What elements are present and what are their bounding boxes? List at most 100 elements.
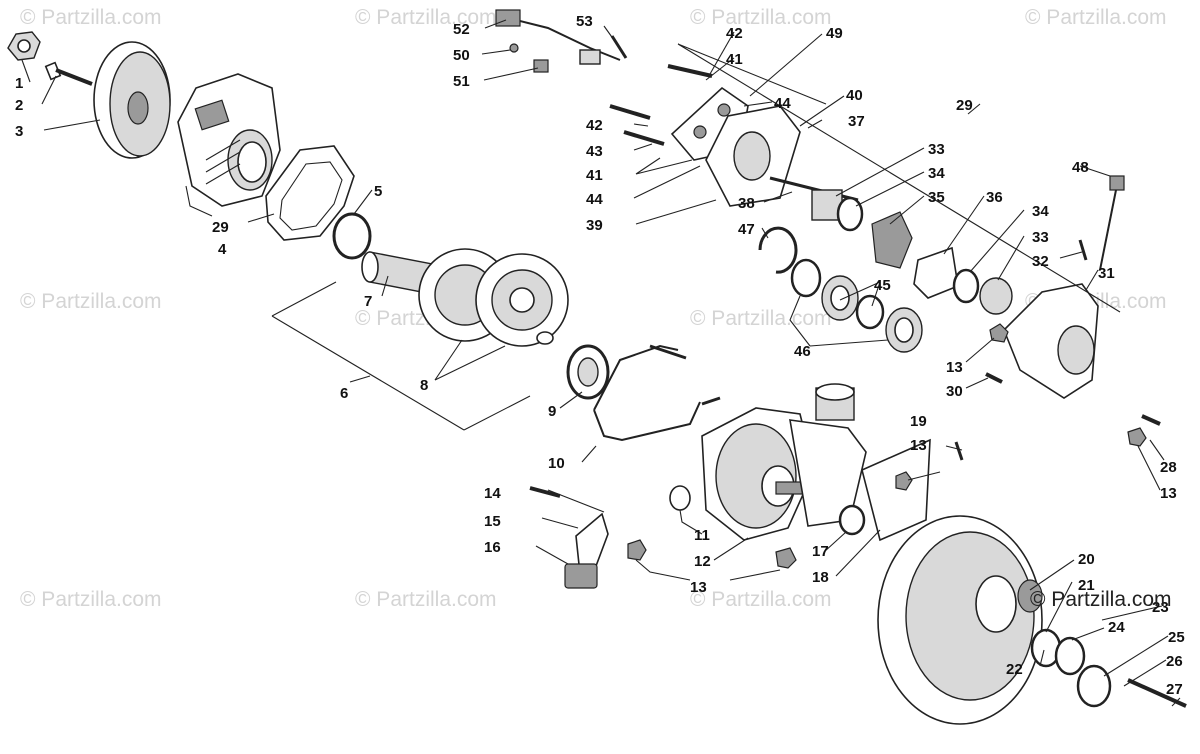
watermark: © Partzilla.com — [355, 588, 497, 611]
watermark: © Partzilla.com — [355, 6, 497, 29]
snap-ring-part — [758, 226, 798, 274]
callout-label: 21 — [1078, 577, 1095, 594]
callout-label: 13 — [910, 437, 927, 454]
ring-part — [1076, 664, 1112, 708]
callout-label: 33 — [928, 141, 945, 158]
callout-label: 20 — [1078, 551, 1095, 568]
callout-label: 6 — [340, 385, 348, 402]
callout-label: 27 — [1166, 681, 1183, 698]
callout-label: 9 — [548, 403, 556, 420]
part-drawings — [7, 9, 1187, 725]
callout-label: 12 — [694, 553, 711, 570]
logo-text: © Partzilla.com — [1030, 588, 1172, 611]
callout-label: 4 — [218, 241, 227, 258]
callout-label: 2 — [15, 97, 23, 114]
callout-label: 29 — [956, 97, 973, 114]
leader-lines — [21, 19, 1181, 707]
nut-part — [1127, 427, 1147, 447]
callout-label: 35 — [928, 189, 945, 206]
callout-label: 50 — [453, 47, 470, 64]
callout-label: 7 — [364, 293, 372, 310]
track-drive-shaft-part — [361, 248, 569, 347]
callout-label: 25 — [1168, 629, 1185, 646]
callout-label: 13 — [1160, 485, 1177, 502]
callout-label: 46 — [794, 343, 811, 360]
callout-label: 22 — [1006, 661, 1023, 678]
sensor-harness-part — [499, 15, 621, 61]
housing-left-part — [177, 73, 281, 207]
callout-label: 23 — [1152, 599, 1169, 616]
brake-pad-part — [913, 246, 959, 299]
callout-label: 36 — [986, 189, 1003, 206]
callout-label: 48 — [1072, 159, 1089, 176]
watermark: © Partzilla.com — [690, 588, 832, 611]
callout-label: 18 — [812, 569, 829, 586]
sheave-part — [93, 41, 171, 159]
watermark: © Partzilla.com — [1025, 6, 1167, 29]
gearcase-part — [701, 383, 867, 541]
callout-label: 32 — [1032, 253, 1049, 270]
ring-part — [790, 258, 822, 298]
ring-part — [1054, 636, 1086, 676]
callout-label: 28 — [1160, 459, 1177, 476]
callout-label: 34 — [1032, 203, 1049, 220]
callout-label: 10 — [548, 455, 565, 472]
seal-part — [332, 212, 372, 260]
callout-label: 44 — [586, 191, 603, 208]
callout-label: 51 — [453, 73, 470, 90]
callout-label: 19 — [910, 413, 927, 430]
watermark: © Partzilla.com — [20, 588, 162, 611]
watermark: © Partzilla.com — [690, 6, 832, 29]
callout-label: 43 — [586, 143, 603, 160]
nut-part — [775, 547, 797, 569]
pad-part — [564, 563, 598, 589]
seal-wire-part — [593, 344, 701, 442]
driven-clutch-part — [861, 438, 1043, 725]
watermark: © Partzilla.com — [690, 307, 832, 330]
callout-label: 29 — [212, 219, 229, 236]
callout-label: 42 — [726, 25, 743, 42]
gasket-part — [265, 145, 355, 241]
watermark: © Partzilla.com — [20, 290, 162, 313]
callout-label: 14 — [484, 485, 501, 502]
callout-label: 53 — [576, 13, 593, 30]
nut-part — [627, 539, 647, 561]
callout-label: 17 — [812, 543, 829, 560]
callout-label: 49 — [826, 25, 843, 42]
callout-label: 52 — [453, 21, 470, 38]
callout-label: 31 — [1098, 265, 1115, 282]
callout-label: 26 — [1166, 653, 1183, 670]
callout-label: 15 — [484, 513, 501, 530]
watermark: © Partzilla.com — [20, 6, 162, 29]
callout-label: 13 — [690, 579, 707, 596]
bolt-part — [44, 61, 93, 86]
callout-label: 38 — [738, 195, 755, 212]
ring-part — [838, 504, 866, 536]
callout-label: 1 — [15, 75, 23, 92]
callout-label: 40 — [846, 87, 863, 104]
callout-label: 39 — [586, 217, 603, 234]
nut-part — [895, 471, 913, 491]
callout-label: 3 — [15, 123, 23, 140]
callout-label: 42 — [586, 117, 603, 134]
callout-label: 5 — [374, 183, 382, 200]
nut-part — [989, 323, 1009, 343]
callout-label: 8 — [420, 377, 428, 394]
callout-label: 34 — [928, 165, 945, 182]
callout-label: 24 — [1108, 619, 1125, 636]
callout-label: 37 — [848, 113, 865, 130]
brake-pad-part — [871, 211, 913, 269]
callout-label: 41 — [586, 167, 603, 184]
callout-label: 16 — [484, 539, 501, 556]
callout-label: 45 — [874, 277, 891, 294]
callout-label: 30 — [946, 383, 963, 400]
callout-label: 33 — [1032, 229, 1049, 246]
ring-part — [952, 268, 980, 304]
bolt-part — [529, 486, 561, 498]
ring-part — [855, 294, 885, 330]
washer-part — [669, 485, 691, 511]
callout-label: 11 — [694, 527, 710, 544]
callout-labels: 1 2 3 29 4 5 7 6 8 9 10 14 15 16 11 12 1… — [15, 13, 1185, 698]
